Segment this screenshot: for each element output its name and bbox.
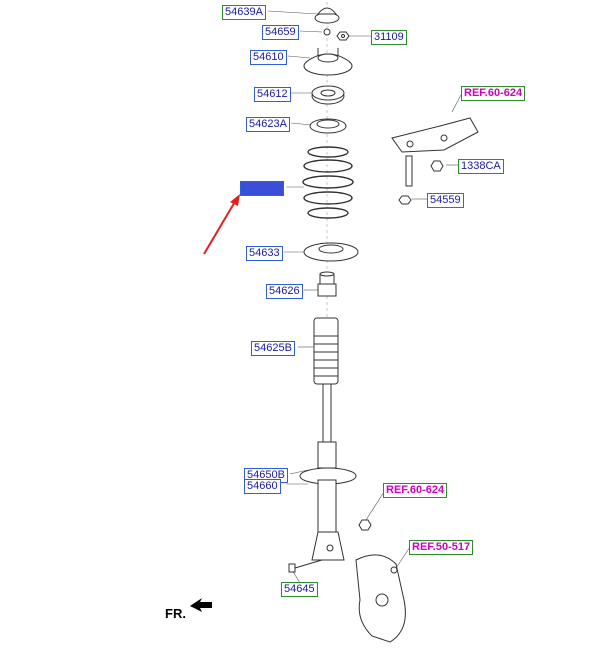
label-54639a[interactable]: 54639A xyxy=(222,5,266,20)
bolt-54645 xyxy=(288,559,323,573)
highlight-arrow xyxy=(203,194,240,255)
ref-60-624-top[interactable]: REF.60-624 xyxy=(461,86,526,101)
steering-knuckle xyxy=(355,554,406,643)
label-54610[interactable]: 54610 xyxy=(250,50,287,65)
label-54659[interactable]: 54659 xyxy=(262,25,299,40)
label-54660[interactable]: 54660 xyxy=(244,479,281,494)
nut-31109 xyxy=(336,31,350,41)
label-54626[interactable]: 54626 xyxy=(266,284,303,299)
dust-boot-54625b xyxy=(313,317,339,385)
ref-50-517[interactable]: REF.50-517 xyxy=(409,540,474,555)
nut-54659 xyxy=(323,28,331,36)
bracket-ref-60-624 xyxy=(391,117,479,187)
label-54625b[interactable]: 54625B xyxy=(251,341,295,356)
label-54633[interactable]: 54633 xyxy=(246,246,283,261)
label-54559[interactable]: 54559 xyxy=(427,193,464,208)
spring-pad-54623a xyxy=(309,118,347,134)
direction-label: FR. xyxy=(165,606,186,621)
label-1338ca[interactable]: 1338CA xyxy=(458,159,504,174)
strut-54650b xyxy=(299,383,357,561)
cap-54639a xyxy=(314,7,340,24)
label-31109[interactable]: 31109 xyxy=(371,30,407,45)
bearing-54612 xyxy=(311,85,345,105)
nut-54559 xyxy=(398,195,412,205)
spring-seat-54633 xyxy=(303,242,359,262)
bump-stopper-54626 xyxy=(317,271,337,297)
ref-60-624-bottom[interactable]: REF.60-624 xyxy=(383,483,448,498)
coil-spring-54630s xyxy=(302,146,354,219)
label-54623a[interactable]: 54623A xyxy=(246,117,290,132)
label-54630s[interactable]: 54630S xyxy=(240,181,284,196)
strut-mount-54610 xyxy=(303,48,353,76)
nut-ref-60-624 xyxy=(358,519,372,531)
fr-arrow-icon xyxy=(190,598,212,612)
label-54645[interactable]: 54645 xyxy=(281,582,318,597)
label-54612[interactable]: 54612 xyxy=(254,87,291,102)
nut-1338ca xyxy=(430,160,444,172)
